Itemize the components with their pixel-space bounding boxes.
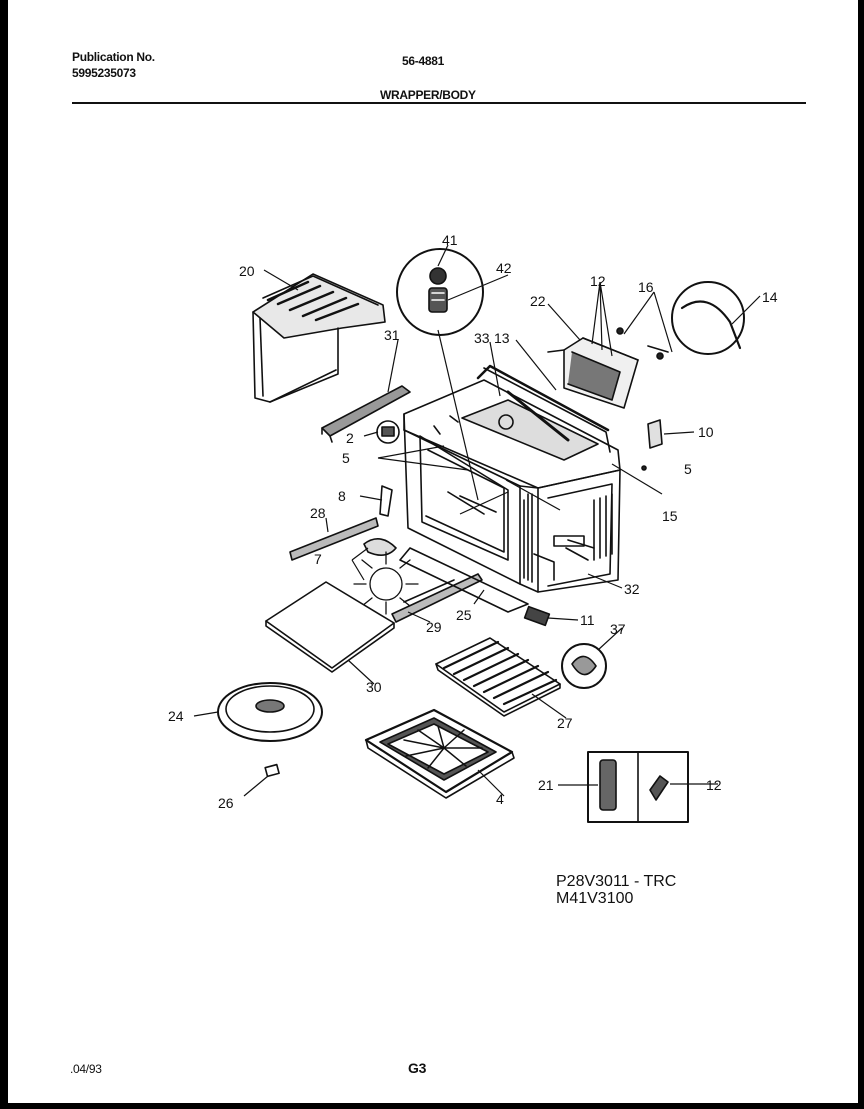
stirrer-fan-assembly-part [396, 248, 484, 336]
exploded-view-drawing: 41 42 20 12 16 14 22 31 33 13 10 2 5 5 8… [168, 232, 778, 823]
glass-tray-part [265, 581, 395, 673]
bottom-pan-part [399, 547, 529, 613]
roller-part [264, 763, 280, 778]
callout-30: 30 [366, 679, 382, 695]
section-title: WRAPPER/BODY [380, 88, 476, 102]
callout-11: 11 [580, 612, 595, 628]
callout-26: 26 [218, 795, 234, 811]
callout-31: 31 [384, 327, 400, 343]
callout-25: 25 [456, 607, 472, 623]
callout-28: 28 [310, 505, 326, 521]
callout-21: 21 [538, 777, 554, 793]
broiler-pan-part [364, 708, 515, 799]
stirrer-blade-part [353, 485, 419, 615]
callout-42: 42 [496, 260, 512, 276]
callout-32: 32 [624, 581, 640, 597]
callout-29: 29 [426, 619, 442, 635]
callout-20: 20 [239, 263, 255, 279]
publication-number: 5995235073 [72, 66, 136, 80]
inset-parts-box [587, 751, 689, 823]
callout-14: 14 [762, 289, 778, 305]
callout-5-left: 5 [342, 450, 350, 466]
model-number-1: P28V3011 - TRC [556, 873, 677, 890]
callout-4: 4 [496, 791, 504, 807]
callout-10: 10 [698, 424, 714, 440]
header-rule [72, 102, 806, 104]
side-rail-part [321, 385, 411, 443]
turntable-plate-part [217, 682, 323, 742]
detail-37-part [561, 643, 607, 689]
footer-date: .04/93 [70, 1062, 102, 1076]
callout-37: 37 [610, 621, 626, 637]
detail-magnifier-part [671, 281, 745, 355]
oven-rack-part [435, 637, 561, 717]
callout-15: 15 [662, 508, 678, 524]
callout-5-right: 5 [684, 461, 692, 477]
diagram-code: 56-4881 [402, 54, 444, 68]
callout-24: 24 [168, 708, 184, 724]
callout-13: 13 [494, 330, 510, 346]
top-cover-part [252, 273, 386, 403]
rail-28-part [289, 517, 379, 561]
bracket-part [641, 419, 663, 471]
publication-label: Publication No. [72, 50, 155, 64]
rail-29-part [391, 573, 483, 623]
model-number-2: M41V3100 [556, 890, 634, 907]
callout-33: 33 [474, 330, 490, 346]
callout-2: 2 [346, 430, 354, 446]
latch-part [376, 420, 400, 444]
callout-12-inset: 12 [706, 777, 722, 793]
parts-diagram-sheet: Publication No. 5995235073 56-4881 WRAPP… [8, 0, 858, 1103]
connector-part [523, 605, 551, 627]
oven-cabinet-body-part [403, 364, 621, 593]
callout-12: 12 [590, 273, 606, 289]
callout-27: 27 [557, 715, 573, 731]
callout-8: 8 [338, 488, 346, 504]
callout-41: 41 [442, 232, 458, 248]
footer-page-number: G3 [408, 1060, 427, 1076]
callout-7: 7 [314, 551, 322, 567]
callout-22: 22 [530, 293, 546, 309]
vent-grille-part [547, 327, 669, 409]
callout-16: 16 [638, 279, 654, 295]
